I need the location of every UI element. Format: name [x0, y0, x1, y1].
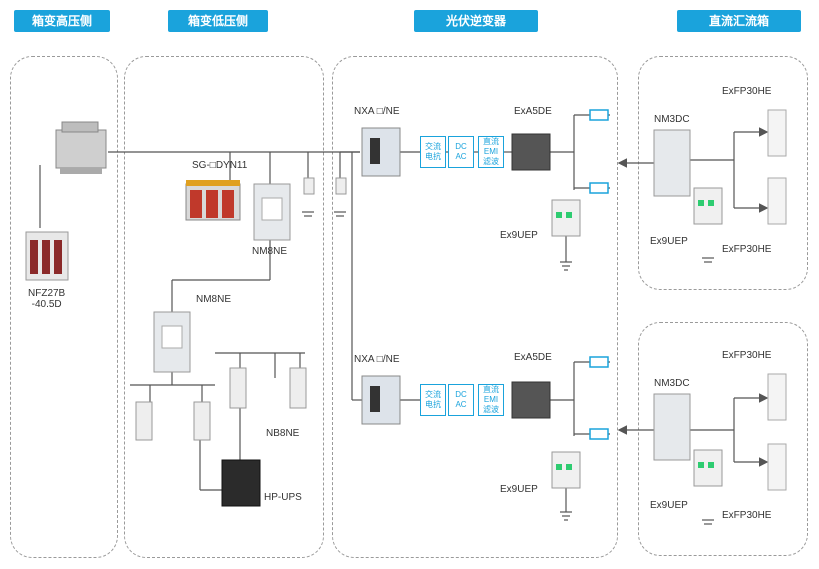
nxa-breaker-top — [361, 127, 401, 177]
label-exa5de-bottom: ExA5DE — [514, 352, 552, 363]
label-nm8ne-top: NM8NE — [252, 246, 288, 257]
dcac-ac-label: AC — [455, 400, 467, 409]
label-ex9uep-c1: Ex9UEP — [650, 236, 688, 247]
exa5de-bottom — [511, 381, 551, 419]
nm8ne-breaker-mid — [153, 311, 191, 373]
label-ex9uep-c2: Ex9UEP — [650, 500, 688, 511]
label-exfp30he-4: ExFP30HE — [722, 510, 772, 521]
header-inverter: 光伏逆变器 — [414, 10, 538, 32]
ups-unit — [221, 459, 261, 507]
label-exfp30he-2: ExFP30HE — [722, 244, 772, 255]
label-nm3dc-bottom: NM3DC — [654, 378, 690, 389]
dcac-top: DC AC — [448, 136, 474, 168]
nm3dc-bottom — [653, 393, 691, 461]
dcac-dc-label: DC — [455, 142, 467, 151]
header-hv-side: 箱变高压侧 — [14, 10, 110, 32]
label-nm3dc-top: NM3DC — [654, 114, 690, 125]
dcac-dc-label: DC — [455, 390, 467, 399]
dc-emi-bottom: 直流 EMI 滤波 — [478, 384, 504, 416]
hv-breaker — [25, 231, 69, 281]
panel-inverter — [332, 56, 618, 558]
nm8ne-breaker-top — [253, 183, 291, 241]
label-exa5de-top: ExA5DE — [514, 106, 552, 117]
label-nm8ne-mid: NM8NE — [196, 294, 232, 305]
label-hp-ups: HP-UPS — [264, 492, 302, 503]
panel-lv-side — [124, 56, 324, 558]
label-sg-dyn: SG-□DYN11 — [192, 160, 248, 171]
header-lv-side: 箱变低压侧 — [168, 10, 268, 32]
label-nxa-top: NXA □/NE — [354, 106, 400, 117]
panel-combiner-top — [638, 56, 808, 290]
label-nfz27b: NFZ27B -40.5D — [28, 288, 66, 310]
label-nxa-bottom: NXA □/NE — [354, 354, 400, 365]
dcac-bottom: DC AC — [448, 384, 474, 416]
sg-transformer — [185, 180, 241, 221]
ac-reactor-bottom: 交流 电抗 — [420, 384, 446, 416]
label-ex9uep-top: Ex9UEP — [500, 230, 538, 241]
label-exfp30he-1: ExFP30HE — [722, 86, 772, 97]
ac-reactor-top: 交流 电抗 — [420, 136, 446, 168]
nxa-breaker-bottom — [361, 375, 401, 425]
dcac-ac-label: AC — [455, 152, 467, 161]
label-nb8ne: NB8NE — [266, 428, 300, 439]
panel-combiner-bottom — [638, 322, 808, 556]
dc-emi-top: 直流 EMI 滤波 — [478, 136, 504, 168]
label-exfp30he-3: ExFP30HE — [722, 350, 772, 361]
panel-hv-side — [10, 56, 118, 558]
header-combiner: 直流汇流箱 — [677, 10, 801, 32]
nm3dc-top — [653, 129, 691, 197]
label-ex9uep-bottom: Ex9UEP — [500, 484, 538, 495]
hv-transformer — [55, 121, 107, 174]
exa5de-top — [511, 133, 551, 171]
